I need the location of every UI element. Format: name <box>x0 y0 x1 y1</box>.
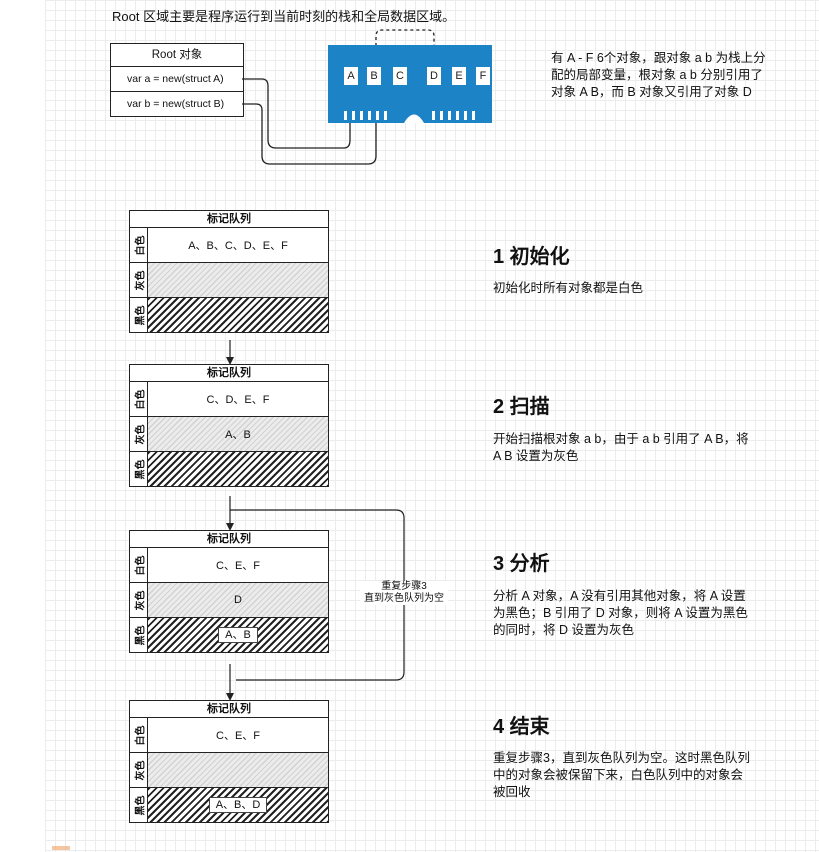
step-4-title: 4 结束 <box>493 716 550 738</box>
mark-queue-1: 标记队列 白色 A、B、C、D、E、F 灰色 黑色 <box>129 210 329 333</box>
white-row: 白色 A、B、C、D、E、F <box>130 228 328 263</box>
white-values: A、B、C、D、E、F <box>188 240 288 252</box>
row-label-grey: 灰色 <box>135 760 146 780</box>
root-var-b: var b = new(struct B) <box>111 91 243 116</box>
white-row: 白色 C、E、F <box>130 548 328 583</box>
grey-row: 灰色 <box>130 263 328 298</box>
row-label-white: 白色 <box>135 389 146 409</box>
step-1-title: 1 初始化 <box>493 246 570 268</box>
root-var-a: var a = new(struct A) <box>127 73 224 85</box>
grey-values: A、B <box>225 429 251 441</box>
memory-module-icon <box>328 45 492 123</box>
repeat-note: 重复步骤3 直到灰色队列为空 <box>360 581 448 605</box>
black-values: A、B <box>218 627 258 643</box>
row-label-white: 白色 <box>135 725 146 745</box>
row-label-black: 黑色 <box>135 305 146 325</box>
root-object-box: Root 对象 var a = new(struct A) var b = ne… <box>110 43 244 117</box>
row-label-black: 黑色 <box>135 459 146 479</box>
row-label-black: 黑色 <box>135 625 146 645</box>
step-1-desc: 初始化时所有对象都是白色 <box>493 281 644 295</box>
mark-queue-2: 标记队列 白色 C、D、E、F 灰色 A、B 黑色 <box>129 364 329 487</box>
mem-cell-a: A <box>344 67 358 85</box>
queue-title: 标记队列 <box>130 365 328 382</box>
white-row: 白色 C、D、E、F <box>130 382 328 417</box>
white-values: C、E、F <box>216 560 260 572</box>
step-3-desc: 分析 A 对象，A 没有引用其他对象，将 A 设置为黑色；B 引用了 D 对象，… <box>493 589 748 637</box>
grey-row: 灰色 <box>130 753 328 788</box>
row-label-black: 黑色 <box>135 795 146 815</box>
row-label-grey: 灰色 <box>135 270 146 290</box>
grey-row: 灰色 A、B <box>130 417 328 452</box>
objects-note: 有 A - F 6个对象，跟对象 a b 为栈上分配的局部变量，根对象 a b … <box>551 51 766 99</box>
memory-module: A B C D E F <box>326 43 494 125</box>
black-row: 黑色 A、B <box>130 618 328 652</box>
step-4-desc: 重复步骤3，直到灰色队列为空。这时黑色队列中的对象会被保留下来，白色队列中的对象… <box>493 751 750 799</box>
row-label-white: 白色 <box>135 555 146 575</box>
black-row: 黑色 <box>130 452 328 486</box>
grey-row: 灰色 D <box>130 583 328 618</box>
root-caption: Root 区域主要是程序运行到当前时刻的栈和全局数据区域。 <box>112 9 456 24</box>
root-object-title: Root 对象 <box>111 44 243 67</box>
black-row: 黑色 A、B、D <box>130 788 328 822</box>
queue-title: 标记队列 <box>130 701 328 718</box>
mem-cell-f: F <box>476 67 490 85</box>
mark-queue-4: 标记队列 白色 C、E、F 灰色 黑色 A、B、D <box>129 700 329 823</box>
queue-title: 标记队列 <box>130 531 328 548</box>
step-3-title: 3 分析 <box>493 553 550 575</box>
black-row: 黑色 <box>130 298 328 332</box>
mem-cell-b: B <box>367 67 381 85</box>
row-label-grey: 灰色 <box>135 424 146 444</box>
corner-mark <box>52 846 70 850</box>
mark-queue-3: 标记队列 白色 C、E、F 灰色 D 黑色 A、B <box>129 530 329 653</box>
row-label-white: 白色 <box>135 235 146 255</box>
step-2-title: 2 扫描 <box>493 396 550 418</box>
white-values: C、E、F <box>216 730 260 742</box>
step-2-desc: 开始扫描根对象 a b，由于 a b 引用了 A B，将 A B 设置为灰色 <box>493 432 749 463</box>
mem-cell-d: D <box>427 67 441 85</box>
mem-cell-e: E <box>452 67 466 85</box>
white-values: C、D、E、F <box>206 394 270 406</box>
black-values: A、B、D <box>208 797 268 813</box>
queue-title: 标记队列 <box>130 211 328 228</box>
row-label-grey: 灰色 <box>135 590 146 610</box>
grey-values: D <box>234 594 242 606</box>
white-row: 白色 C、E、F <box>130 718 328 753</box>
mem-cell-c: C <box>393 67 407 85</box>
